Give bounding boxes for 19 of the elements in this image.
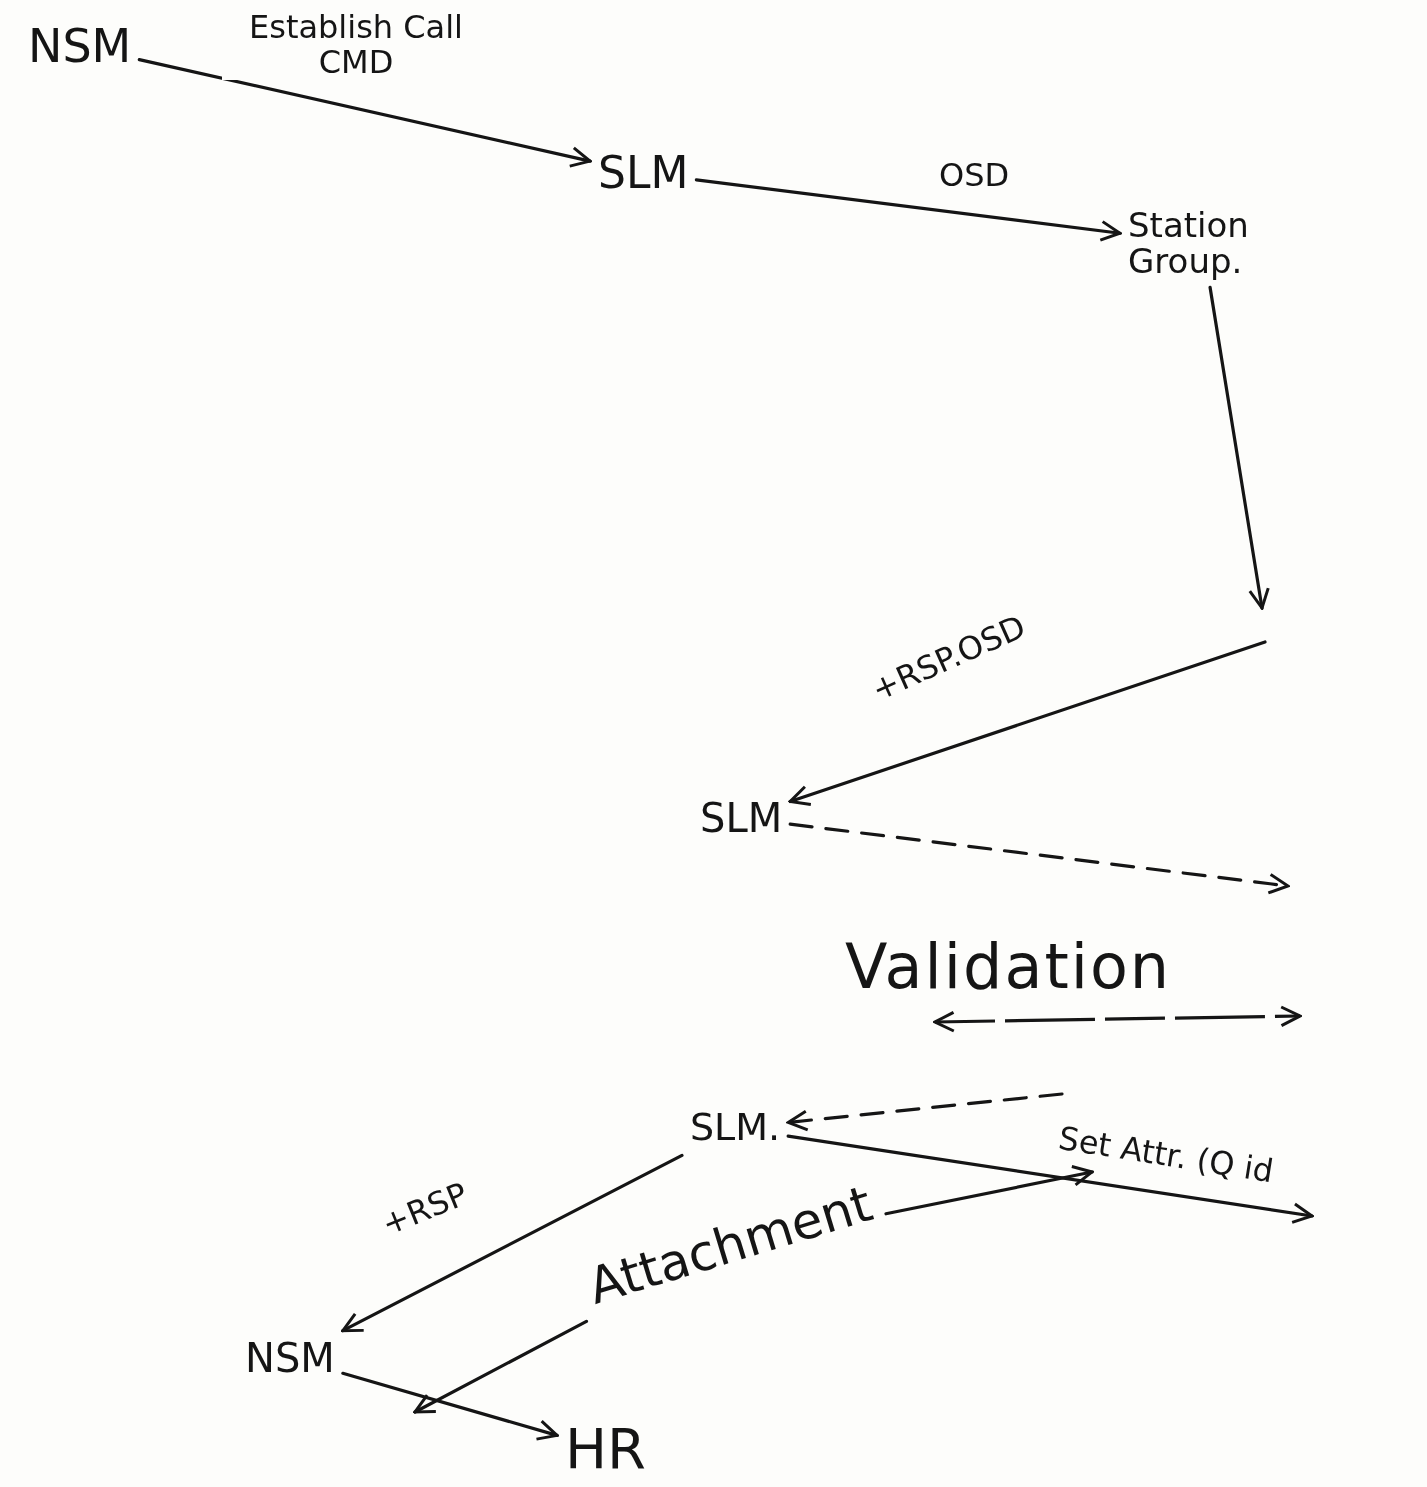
node-label: SLM: [598, 150, 689, 197]
node-label: NSM: [245, 1337, 335, 1379]
node-label: Station Group.: [1128, 208, 1250, 280]
arrow: [341, 1371, 559, 1441]
arrow: [413, 1319, 589, 1414]
node-label: HR: [565, 1420, 647, 1479]
arrow: [788, 822, 1290, 895]
arrow: [137, 58, 592, 168]
arrow: [786, 1092, 1064, 1132]
arrow: [694, 178, 1122, 242]
arrow: [1208, 285, 1270, 610]
arrow: [884, 1165, 1094, 1216]
note-text: Validation: [845, 930, 1172, 1003]
node-label: SLM: [700, 797, 783, 839]
node-label: SLM.: [690, 1108, 781, 1148]
arrow: [786, 1134, 1314, 1224]
arrow: [341, 1153, 684, 1333]
arrow: [788, 640, 1267, 806]
node-label: NSM: [28, 22, 132, 71]
